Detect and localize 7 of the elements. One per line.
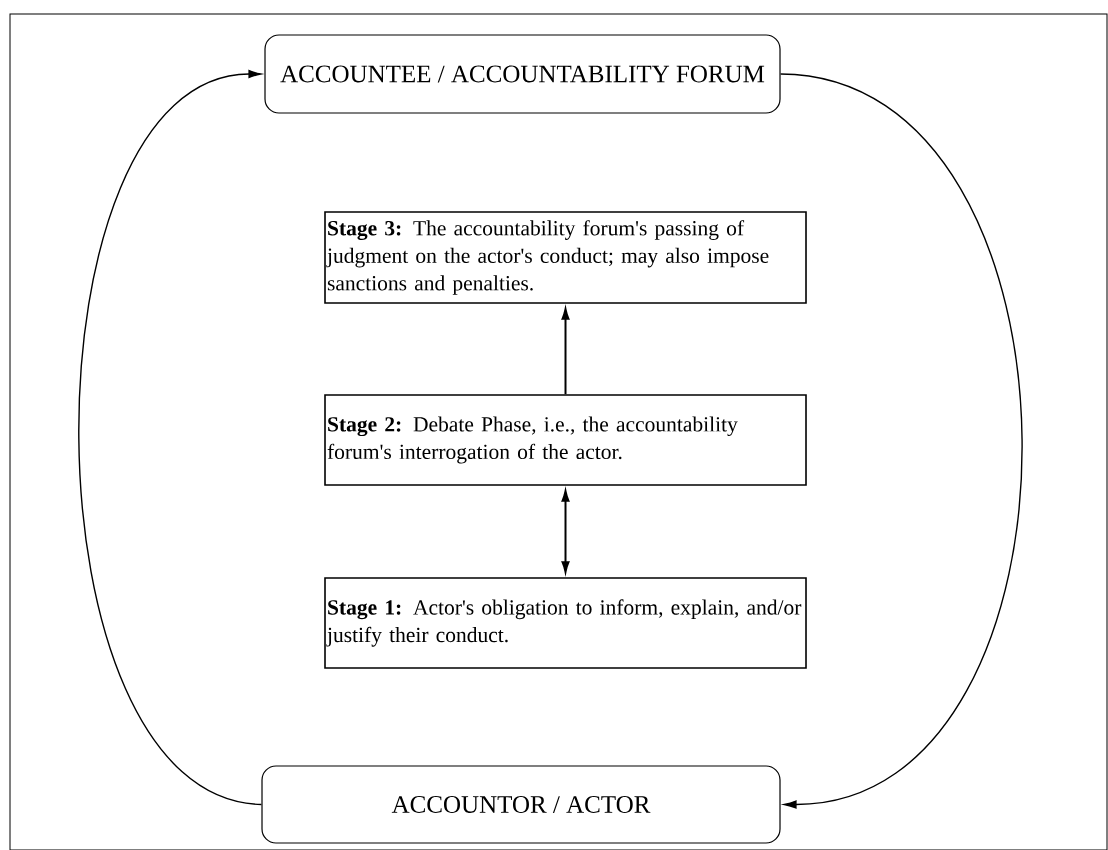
stage-box: Stage 1: Actor's obligation to inform, explain, and/or justify their conduct. [324, 577, 807, 669]
arrow [779, 73, 1023, 809]
rounded-box: ACCOUNTEE / ACCOUNTABILITY FORUM [264, 34, 781, 114]
arrow [78, 69, 263, 806]
stage-box: Stage 2: Debate Phase, i.e., the accountability forum's interrogation of the actor. [324, 394, 807, 486]
stage-box: Stage 3: The accountability forum's passing of judgment on the actor's conduct; may also impose sanctions and penalties. [324, 211, 807, 304]
rounded-box: ACCOUNTOR / ACTOR [261, 765, 781, 844]
